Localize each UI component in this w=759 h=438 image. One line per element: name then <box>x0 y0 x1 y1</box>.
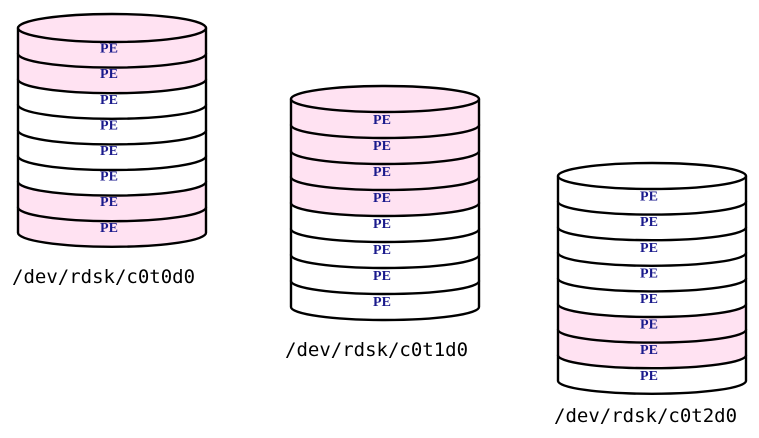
pe-label: PE <box>640 292 658 307</box>
pe-label: PE <box>100 118 118 133</box>
pe-label: PE <box>373 217 391 232</box>
pe-label: PE <box>100 93 118 108</box>
pe-label: PE <box>373 139 391 154</box>
pe-label: PE <box>373 191 391 206</box>
disk-label-c0t0d0: /dev/rdsk/c0t0d0 <box>12 266 195 288</box>
disk-top <box>556 161 748 191</box>
pe-label: PE <box>100 144 118 159</box>
pe-label: PE <box>373 165 391 180</box>
disk-c0t0d0: PE PE PE PE PE PE PE PE <box>16 12 208 248</box>
pe-label: PE <box>373 295 391 310</box>
disk-c0t2d0: PE PE PE PE PE PE PE PE <box>556 161 748 395</box>
disk-label-c0t1d0: /dev/rdsk/c0t1d0 <box>285 339 468 361</box>
pe-label: PE <box>640 190 658 205</box>
pe-label: PE <box>640 369 658 384</box>
pe-label: PE <box>100 221 118 236</box>
disk-top <box>289 84 481 114</box>
pe-label: PE <box>640 318 658 333</box>
pe-label: PE <box>373 243 391 258</box>
pe-label: PE <box>373 269 391 284</box>
pe-label: PE <box>373 113 391 128</box>
pe-label: PE <box>640 215 658 230</box>
pe-label: PE <box>640 266 658 281</box>
disk-top <box>16 12 208 44</box>
pe-label: PE <box>100 42 118 57</box>
pe-label: PE <box>100 195 118 210</box>
pe-label: PE <box>640 241 658 256</box>
pe-label: PE <box>100 67 118 82</box>
disk-label-c0t2d0: /dev/rdsk/c0t2d0 <box>554 405 737 427</box>
pe-label: PE <box>100 170 118 185</box>
disk-c0t1d0: PE PE PE PE PE PE PE PE <box>289 84 481 322</box>
pe-label: PE <box>640 343 658 358</box>
